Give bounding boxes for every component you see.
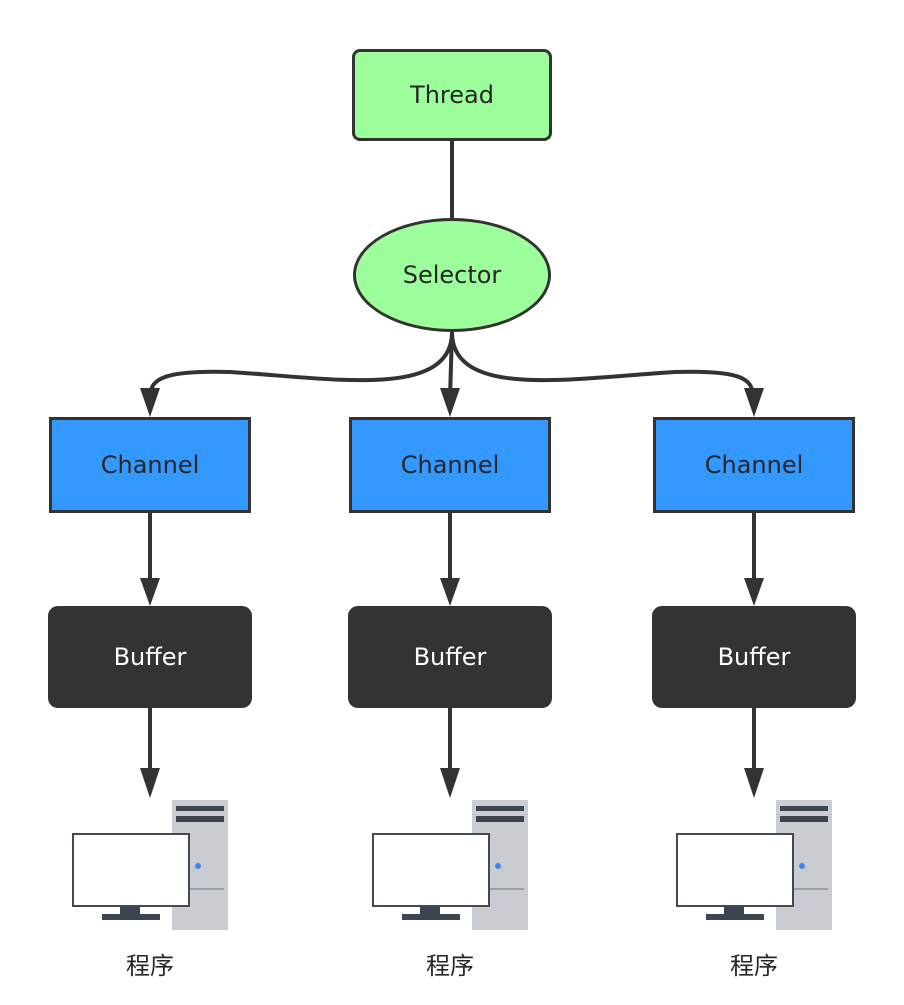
channel-label: Channel (100, 451, 200, 479)
arrowhead-channel-3 (744, 388, 764, 417)
program-label: 程序 (730, 952, 778, 980)
channel-node-3: Channel (653, 417, 855, 513)
arrowhead-program-2 (440, 768, 460, 798)
arrowhead-channel-2 (440, 388, 460, 417)
program-label: 程序 (426, 952, 474, 980)
arrowhead-buffer-2 (440, 578, 460, 606)
channel-label: Channel (400, 451, 500, 479)
buffer-label: Buffer (113, 643, 187, 671)
buffer-label: Buffer (413, 643, 487, 671)
channel-node-1: Channel (49, 417, 251, 513)
thread-label: Thread (410, 81, 494, 109)
arrowhead-buffer-3 (744, 578, 764, 606)
channel-node-2: Channel (349, 417, 551, 513)
buffer-node-2: Buffer (348, 606, 552, 708)
program-label: 程序 (126, 952, 174, 980)
arrowhead-buffer-1 (140, 578, 160, 606)
arrowhead-program-1 (140, 768, 160, 798)
edge-selector-channel-3 (450, 331, 755, 399)
computer-icon (372, 800, 528, 930)
arrowhead-program-3 (744, 768, 764, 798)
channel-label: Channel (704, 451, 804, 479)
selector-label: Selector (402, 261, 502, 289)
thread-node: Thread (352, 49, 552, 141)
arrowhead-channel-1 (140, 388, 160, 417)
computer-icon (72, 800, 228, 930)
buffer-node-3: Buffer (652, 606, 856, 708)
computer-icon (676, 800, 832, 930)
buffer-node-1: Buffer (48, 606, 252, 708)
selector-node: Selector (353, 218, 551, 332)
edge-selector-channel-1 (148, 331, 454, 399)
buffer-label: Buffer (717, 643, 791, 671)
